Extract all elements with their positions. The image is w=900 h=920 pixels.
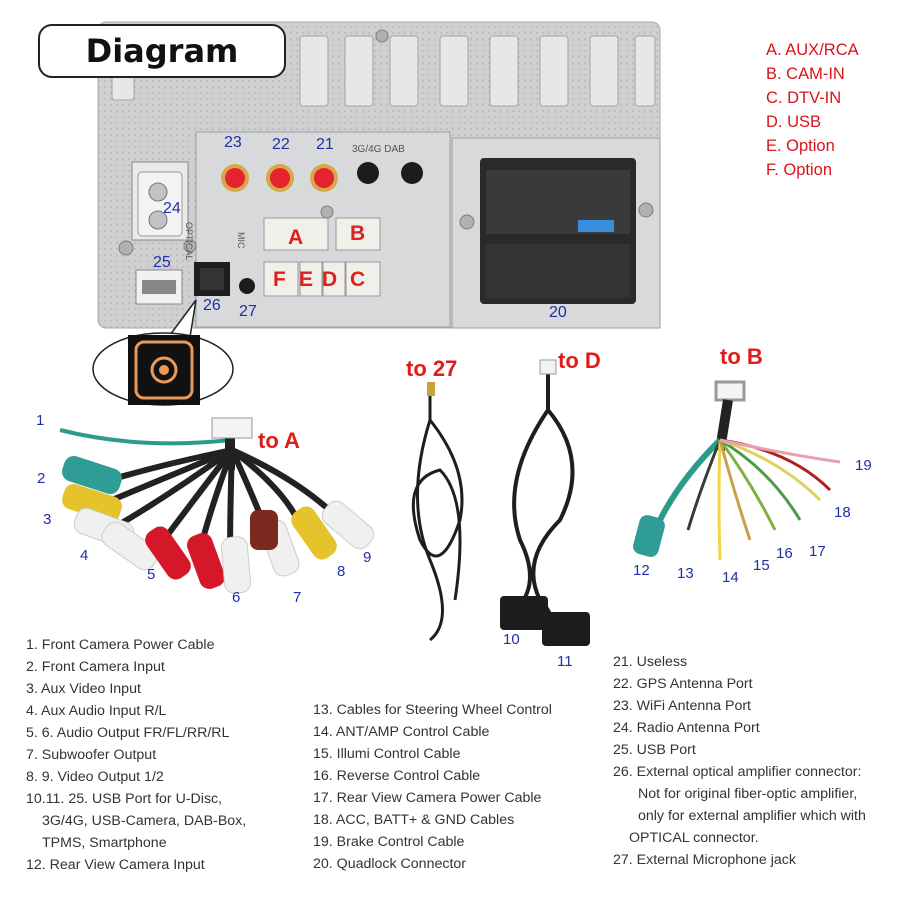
cable-number: 1: [36, 412, 45, 429]
connector-label-b: B: [350, 222, 366, 245]
description-item: 1. Front Camera Power Cable: [26, 637, 215, 653]
microphone-cable: [411, 390, 464, 642]
cable-number: 5: [147, 566, 156, 583]
connector-label-d: D: [322, 268, 338, 291]
to-a-label: to A: [258, 428, 300, 453]
description-item: Not for original fiber-optic amplifier,: [638, 786, 858, 802]
cable-number: 18: [834, 504, 851, 521]
legend-item: B. CAM-IN: [766, 65, 845, 83]
connector-label-c: C: [350, 268, 366, 291]
description-item: 19. Brake Control Cable: [313, 834, 465, 850]
description-item: only for external amplifier which with: [638, 808, 866, 824]
cable-number: 7: [293, 589, 302, 606]
cable-number: 17: [809, 543, 826, 560]
connector-legend: A. AUX/RCA B. CAM-IN C. DTV-IN D. USB E.…: [766, 38, 859, 182]
cable-number: 12: [633, 562, 650, 579]
description-item: 14. ANT/AMP Control Cable: [313, 724, 490, 740]
description-item: 4. Aux Audio Input R/L: [26, 703, 167, 719]
legend-item: A. AUX/RCA: [766, 41, 859, 59]
port-label-23: 23: [224, 134, 242, 151]
description-item: 3G/4G, USB-Camera, DAB-Box,: [42, 813, 247, 829]
cable-number: 2: [37, 470, 46, 487]
cable-number: 4: [80, 547, 89, 564]
connector-a: [263, 217, 329, 251]
description-item: 17. Rear View Camera Power Cable: [313, 790, 542, 806]
cable-number: 16: [776, 545, 793, 562]
port-label-22: 22: [272, 136, 290, 153]
description-item: 5. 6. Audio Output FR/FL/RR/RL: [26, 725, 230, 741]
connector-b: [335, 217, 381, 251]
to-27-label: to 27: [406, 356, 458, 381]
connector-label-a: A: [288, 226, 304, 249]
port-label-25: 25: [153, 254, 171, 271]
connector-label-e: E: [299, 268, 314, 291]
description-item: 23. WiFi Antenna Port: [613, 698, 752, 714]
legend-item: C. DTV-IN: [766, 89, 842, 107]
description-item: 20. Quadlock Connector: [313, 856, 467, 872]
description-item: 24. Radio Antenna Port: [613, 720, 760, 736]
description-item: 13. Cables for Steering Wheel Control: [313, 702, 552, 718]
description-item: TPMS, Smartphone: [42, 835, 167, 851]
description-column-1: 1. Front Camera Power Cable 2. Front Cam…: [26, 634, 246, 876]
description-item: 21. Useless: [613, 654, 688, 670]
antenna-jacks: [221, 162, 423, 192]
legend-item: F. Option: [766, 161, 833, 179]
description-item: 22. GPS Antenna Port: [613, 676, 753, 692]
to-b-label: to B: [720, 344, 763, 369]
cable-number: 6: [232, 589, 241, 606]
connector-label-f: F: [273, 268, 286, 291]
connector-c: [345, 261, 381, 297]
description-item: OPTICAL connector.: [629, 830, 759, 846]
description-item: 16. Reverse Control Cable: [313, 768, 481, 784]
cable-number: 10: [503, 631, 520, 648]
control-harness: [657, 380, 841, 561]
cable-number: 8: [337, 563, 346, 580]
description-item: 10.11. 25. USB Port for U-Disc,: [26, 791, 223, 807]
port-label-21: 21: [316, 136, 334, 153]
cable-number: 15: [753, 557, 770, 574]
print-label-optical: OPTICAL: [184, 222, 194, 261]
description-item: 8. 9. Video Output 1/2: [26, 769, 164, 785]
description-column-3: 21. Useless 22. GPS Antenna Port 23. WiF…: [613, 651, 866, 871]
connector-d: [322, 261, 346, 297]
page-title: Diagram: [38, 24, 286, 78]
print-label-dab: 3G/4G DAB: [352, 144, 405, 155]
description-item: 25. USB Port: [613, 742, 696, 758]
rca-harness: [59, 417, 375, 594]
legend-item: E. Option: [766, 137, 835, 155]
port-label-27: 27: [239, 303, 257, 320]
description-item: 26. External optical amplifier connector…: [613, 764, 862, 780]
cable-number: 19: [855, 457, 872, 474]
cable-number: 14: [722, 569, 739, 586]
connector-f: [263, 261, 299, 297]
description-item: 27. External Microphone jack: [613, 852, 796, 868]
legend-item: D. USB: [766, 113, 822, 131]
description-item: 12. Rear View Camera Input: [26, 857, 205, 873]
description-item: 3. Aux Video Input: [26, 681, 141, 697]
port-label-24: 24: [163, 200, 181, 217]
description-column-2: 13. Cables for Steering Wheel Control 14…: [313, 699, 552, 875]
cable-number: 13: [677, 565, 694, 582]
cable-number: 3: [43, 511, 52, 528]
port-label-20: 20: [549, 304, 567, 321]
description-item: 7. Subwoofer Output: [26, 747, 157, 763]
port-label-26: 26: [203, 297, 221, 314]
description-item: 15. Illumi Control Cable: [313, 746, 461, 762]
print-label-mic: MIC: [236, 232, 246, 249]
cable-number: 9: [363, 549, 372, 566]
description-item: 2. Front Camera Input: [26, 659, 165, 675]
connector-e: [299, 261, 323, 297]
description-item: 18. ACC, BATT+ & GND Cables: [313, 812, 515, 828]
cable-number: 11: [557, 653, 573, 670]
to-d-label: to D: [558, 348, 601, 373]
